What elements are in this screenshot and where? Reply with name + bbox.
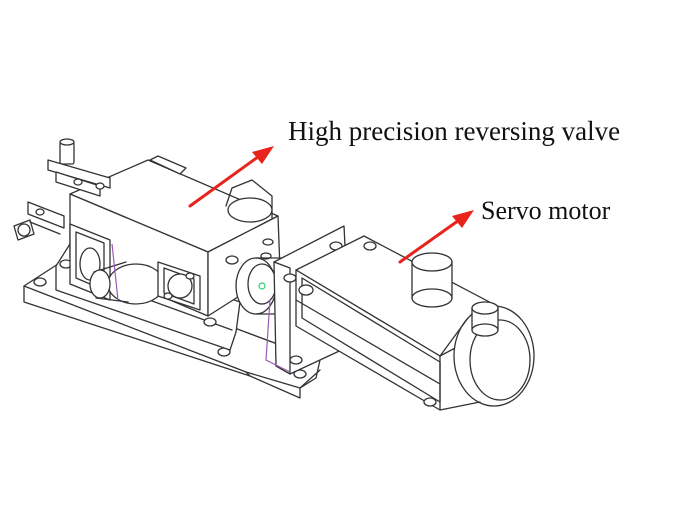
motor-connector-large xyxy=(411,252,453,308)
top-fitting xyxy=(47,138,111,197)
valve-right-port xyxy=(157,261,201,311)
valve-label: High precision reversing valve xyxy=(288,116,621,146)
motor-callout-arrow xyxy=(398,210,474,264)
left-fitting xyxy=(13,201,65,241)
shaft-coupling xyxy=(235,257,301,315)
accent-details xyxy=(111,243,291,373)
servo-motor-body xyxy=(295,235,517,411)
valve-callout-arrow xyxy=(188,146,274,208)
motor-connector-small xyxy=(471,301,499,337)
valve-cylinder-port xyxy=(89,261,165,305)
servo-motor-endcap xyxy=(439,305,535,411)
servo-motor-label: Servo motor xyxy=(481,196,611,225)
